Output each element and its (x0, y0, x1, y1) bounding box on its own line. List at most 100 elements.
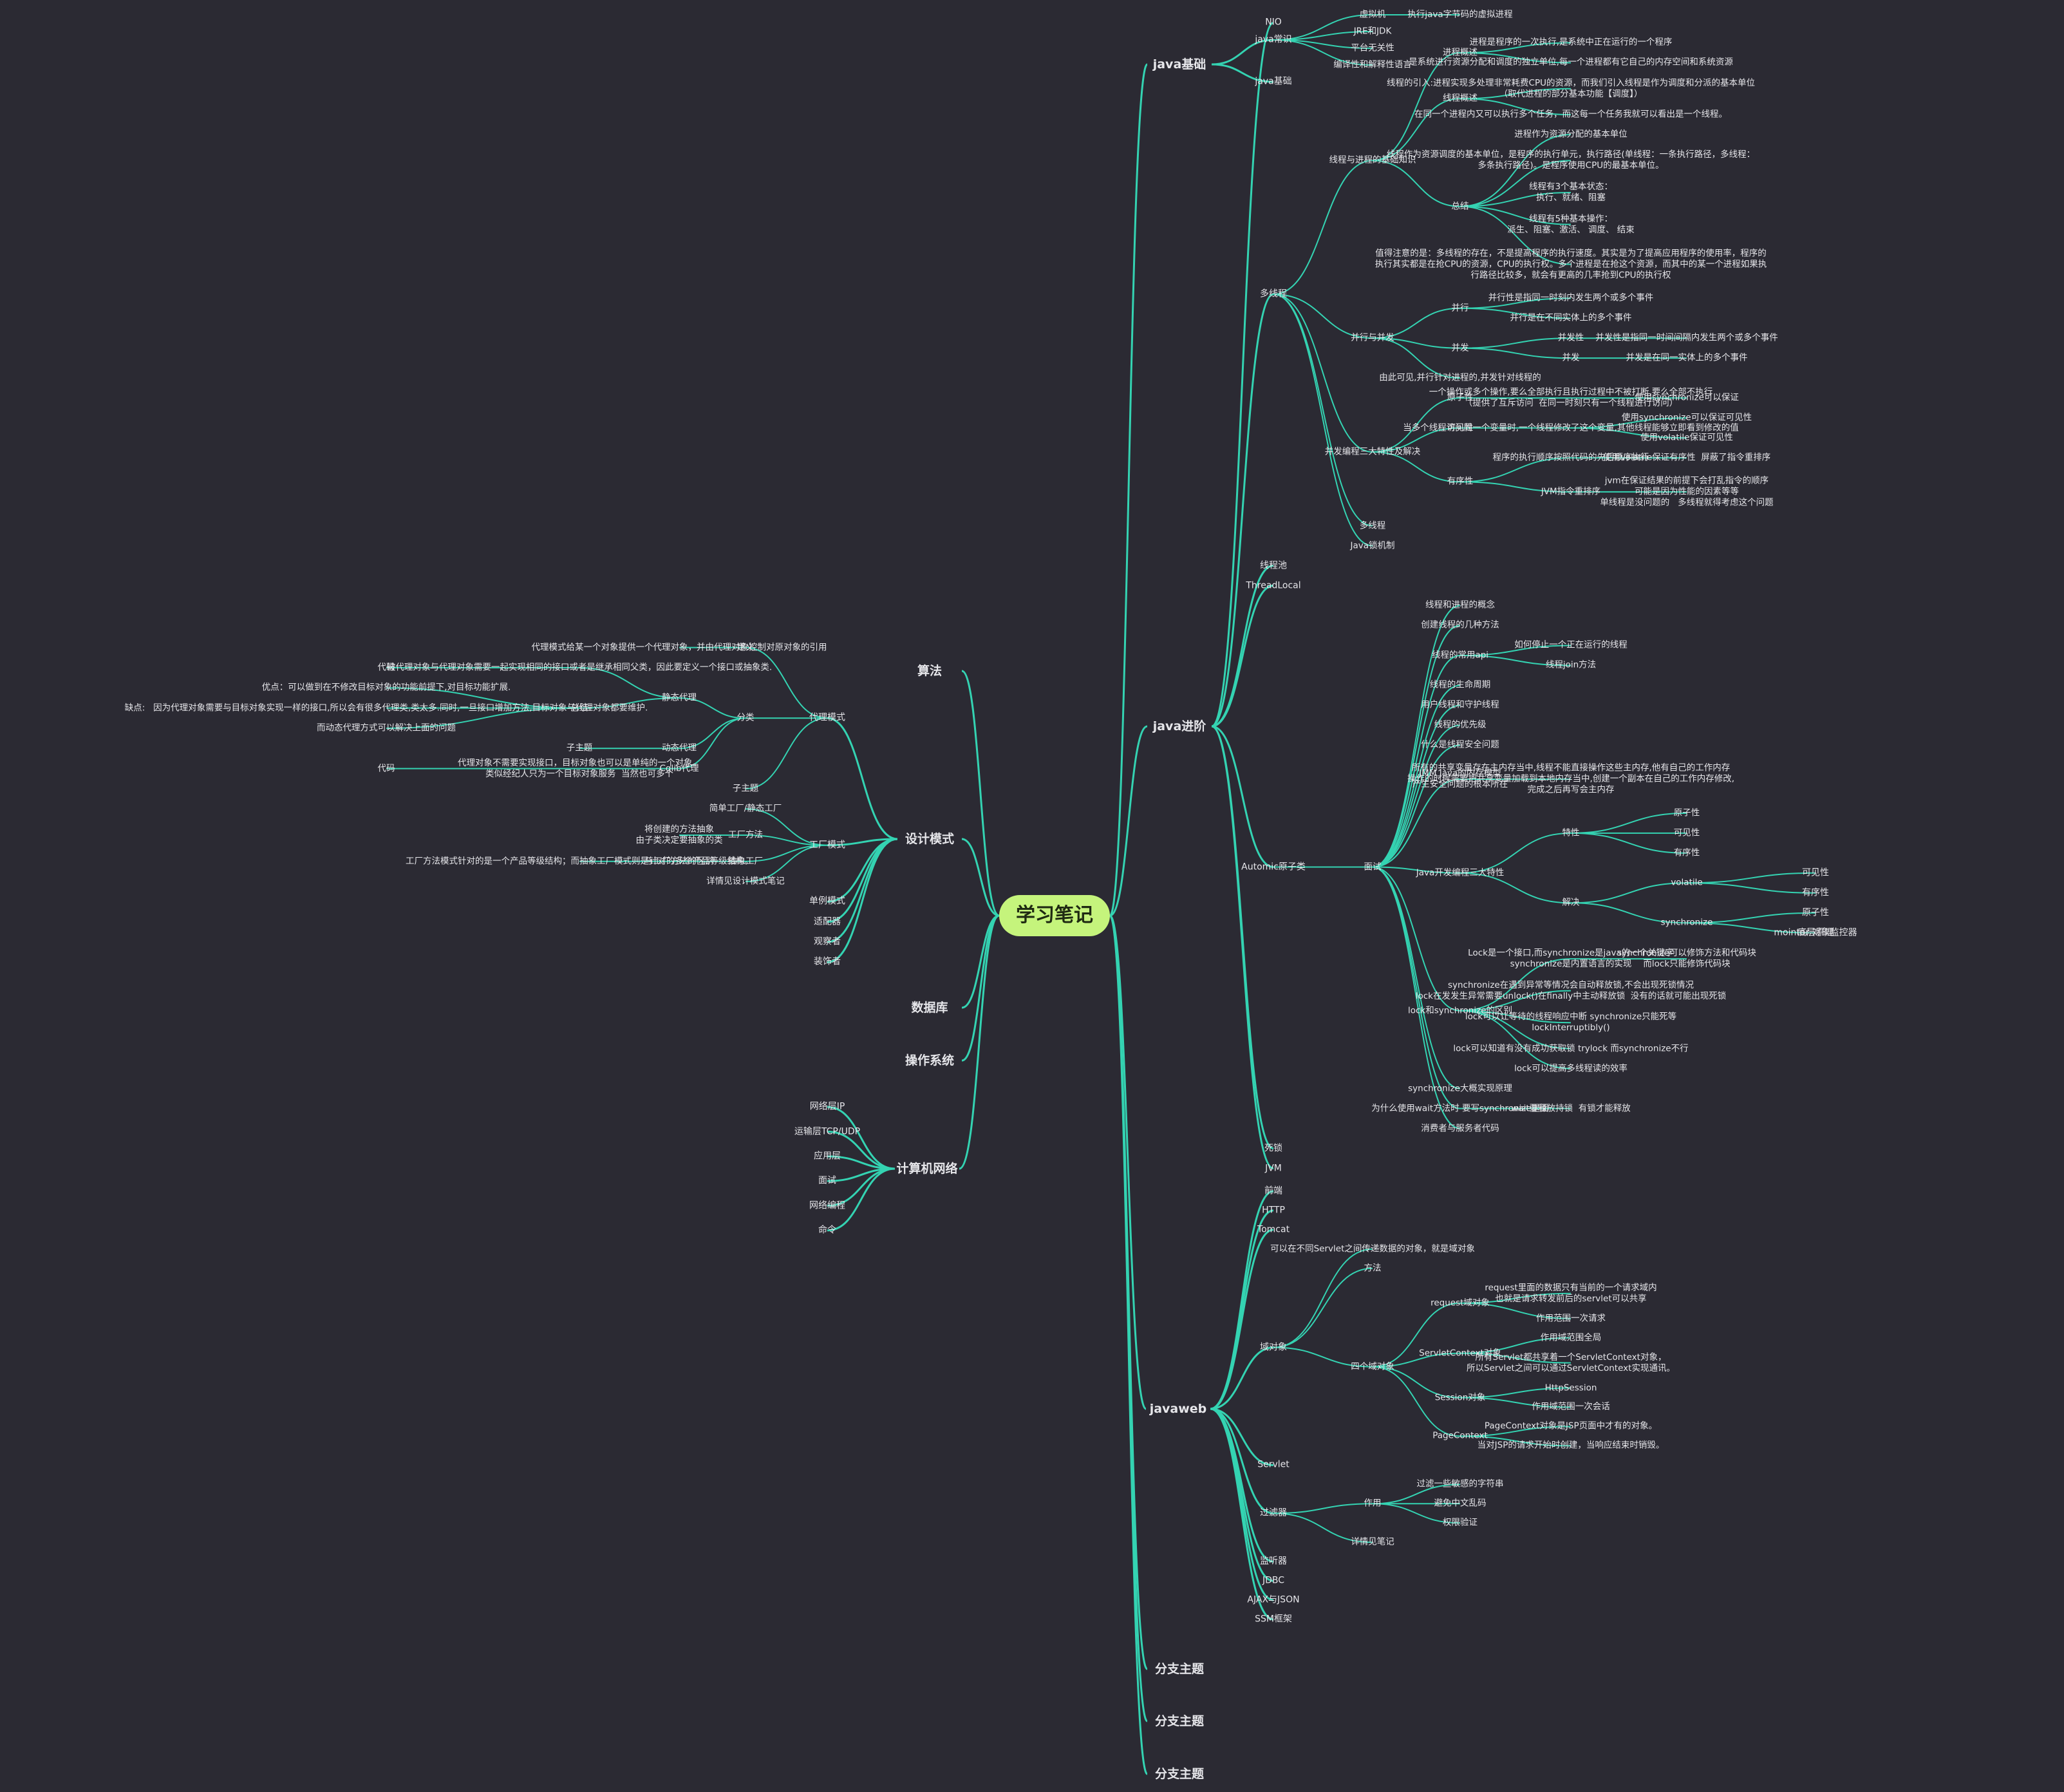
topic-node-71[interactable]: synchronize (1660, 917, 1713, 928)
topic-node-9[interactable]: 线程与进程的基础知识 (1329, 155, 1416, 165)
topic-node-64[interactable]: 原子性 (1673, 807, 1700, 818)
topic-node-111[interactable]: 避免中文乱码 (1434, 1498, 1487, 1509)
main-topic-left-0[interactable]: 算法 (917, 664, 943, 678)
topic-node-11[interactable]: 进程是程序的一次执行,是系统中正在运行的一个程序 (1469, 37, 1673, 48)
topic-node-139[interactable]: 抽象工厂 (728, 856, 763, 867)
topic-node-68[interactable]: volatile (1671, 877, 1703, 888)
topic-node-8[interactable]: 多线程 (1260, 288, 1287, 299)
topic-node-49[interactable]: Automic原子类 (1241, 862, 1306, 872)
topic-node-123[interactable]: 被代理对象与代理对象需要一起实现相同的接口或者是继承相同父类，因此要定义一个接口… (386, 662, 773, 673)
topic-node-134[interactable]: 子主题 (732, 783, 759, 794)
topic-node-95[interactable]: request域对象 (1431, 1297, 1490, 1308)
topic-node-129[interactable]: 动态代理 (662, 742, 697, 753)
topic-node-130[interactable]: 子主题 (566, 742, 593, 753)
topic-node-142[interactable]: 详情见设计模式笔记 (706, 876, 785, 887)
topic-node-61[interactable]: 所有的共享变量存在主内存当中,线程不能直接操作这些主内存,他有自己的工作内存 操… (1407, 762, 1735, 795)
topic-node-59[interactable]: 什么是线程安全问题 (1421, 739, 1499, 750)
topic-node-70[interactable]: 有序性 (1802, 887, 1829, 898)
topic-node-74[interactable]: mointor 对象监控器 (1774, 927, 1857, 938)
main-topic-left-1[interactable]: 设计模式 (905, 832, 955, 846)
main-topic-right-2[interactable]: javaweb (1149, 1402, 1207, 1416)
topic-node-41[interactable]: 程序的执行顺序按照代码的先后顺序执行 (1492, 452, 1649, 463)
topic-node-93[interactable]: 方法 (1364, 1263, 1382, 1274)
main-topic-right-4[interactable]: 分支主题 (1154, 1714, 1205, 1728)
topic-node-84[interactable]: wait要释放持锁 有锁才能释放 (1511, 1103, 1631, 1114)
topic-node-63[interactable]: 特性 (1562, 827, 1580, 838)
topic-node-107[interactable]: Servlet (1257, 1459, 1290, 1470)
topic-node-96[interactable]: request里面的数据只有当前的一个请求域内 也就是请求转发前后的servle… (1485, 1282, 1657, 1304)
topic-node-105[interactable]: PageContext对象是JSP页面中才有的对象。 (1484, 1420, 1658, 1431)
topic-node-132[interactable]: 代理对象不需要实现接口，目标对象也可以是单纯的一个对象。 类似经纪人只为一个目标… (458, 757, 701, 779)
topic-node-31[interactable]: 由此可见,并行针对进程的,并发针对线程的 (1379, 372, 1541, 383)
topic-node-114[interactable]: 监听器 (1260, 1556, 1287, 1567)
topic-node-151[interactable]: 网络编程 (809, 1200, 845, 1211)
topic-node-38[interactable]: 使用synchronize可以保证可见性 (1621, 412, 1752, 423)
topic-node-98[interactable]: ServletContext对象 (1419, 1348, 1501, 1359)
topic-node-20[interactable]: 线程有5种基本操作： 派生、阻塞、激活、 调度、 结束 (1507, 213, 1635, 235)
topic-node-145[interactable]: 观察者 (814, 936, 841, 947)
topic-node-94[interactable]: 四个域对象 (1351, 1361, 1394, 1372)
topic-node-56[interactable]: 线程的生命周期 (1429, 679, 1491, 690)
topic-node-75[interactable]: lock和synchronize的区别 (1407, 1005, 1513, 1016)
topic-node-57[interactable]: 用户线程和守护线程 (1421, 699, 1499, 710)
topic-node-36[interactable]: 可见性 (1447, 422, 1474, 433)
topic-node-6[interactable]: java基础 (1255, 76, 1292, 87)
topic-node-152[interactable]: 命令 (818, 1225, 836, 1236)
topic-node-118[interactable]: 代理模式 (809, 712, 845, 723)
main-topic-left-2[interactable]: 数据库 (911, 1001, 948, 1015)
topic-node-62[interactable]: Java开发编程三大特性 (1416, 867, 1505, 878)
topic-node-99[interactable]: 作用域范围全局 (1540, 1332, 1602, 1343)
topic-node-55[interactable]: 线程join方法 (1545, 659, 1597, 670)
topic-node-45[interactable]: 多线程 (1359, 520, 1386, 531)
topic-node-119[interactable]: 定义 (736, 642, 755, 653)
topic-node-66[interactable]: 有序性 (1673, 847, 1700, 858)
topic-node-92[interactable]: 可以在不同Servlet之间传递数据的对象，就是域对象 (1270, 1243, 1475, 1254)
topic-node-124[interactable]: 代码 (377, 662, 395, 673)
topic-node-81[interactable]: lock可以提高多线程读的效率 (1514, 1063, 1628, 1074)
topic-node-147[interactable]: 网络层IP (809, 1101, 845, 1112)
topic-node-48[interactable]: ThreadLocal (1246, 580, 1301, 590)
topic-node-88[interactable]: 前端 (1264, 1185, 1282, 1196)
topic-node-25[interactable]: 并行是在不同实体上的多个事件 (1510, 312, 1632, 323)
topic-node-4[interactable]: 平台无关性 (1351, 42, 1394, 53)
topic-node-50[interactable]: 面试 (1364, 862, 1382, 872)
topic-node-34[interactable]: 一个操作或多个操作,要么全部执行且执行过程中不被打断,要么全部不执行 （提供了互… (1429, 387, 1713, 409)
topic-node-106[interactable]: 当对JSP的请求开始时创建，当响应结束时销毁。 (1477, 1440, 1665, 1451)
topic-node-103[interactable]: 作用域范围一次会话 (1532, 1401, 1610, 1412)
topic-node-128[interactable]: 而动态代理方式可以解决上面的问题 (317, 722, 456, 733)
topic-node-77[interactable]: synchronize可以修饰方法和代码块 而lock只能修饰代码块 (1617, 948, 1756, 970)
topic-node-23[interactable]: 并行 (1451, 303, 1469, 314)
topic-node-108[interactable]: 过滤器 (1260, 1507, 1287, 1518)
topic-node-87[interactable]: JVM (1265, 1163, 1282, 1173)
topic-node-69[interactable]: 可见性 (1802, 867, 1829, 878)
topic-node-73[interactable]: 底层原理 (1797, 927, 1834, 938)
topic-node-40[interactable]: 有序性 (1447, 476, 1474, 487)
topic-node-148[interactable]: 运输层TCP/UDP (794, 1126, 861, 1137)
topic-node-127[interactable]: 缺点: 因为代理对象需要与目标对象实现一样的接口,所以会有很多代理类,类太多.同… (124, 703, 648, 713)
topic-node-28[interactable]: 并发性是指同一时间间隔内发生两个或多个事件 (1595, 332, 1778, 343)
topic-node-86[interactable]: 死锁 (1264, 1143, 1282, 1153)
topic-node-121[interactable]: 分类 (736, 712, 755, 723)
topic-node-146[interactable]: 装饰者 (814, 956, 841, 967)
topic-node-32[interactable]: 并发编程三大特性及解决 (1324, 446, 1421, 457)
main-topic-right-1[interactable]: java进阶 (1152, 719, 1206, 733)
topic-node-1[interactable]: 虚拟机 (1359, 9, 1386, 20)
topic-node-3[interactable]: JRE和JDK (1353, 26, 1392, 37)
topic-node-17[interactable]: 进程作为资源分配的基本单位 (1514, 129, 1628, 140)
topic-node-137[interactable]: 工厂方法 (728, 829, 763, 840)
topic-node-89[interactable]: HTTP (1262, 1205, 1285, 1216)
topic-node-44[interactable]: jvm在保证结果的前提下会打乱指令的顺序 可能是因为性能的因素等等 单线程是没问… (1600, 475, 1774, 508)
topic-node-136[interactable]: 简单工厂/静态工厂 (709, 803, 782, 814)
main-topic-right-3[interactable]: 分支主题 (1154, 1662, 1205, 1676)
root-topic[interactable]: 学习笔记 (999, 895, 1110, 936)
topic-node-120[interactable]: 代理模式给某一个对象提供一个代理对象，并由代理对象控制对原对象的引用 (531, 642, 827, 653)
topic-node-16[interactable]: 总结 (1451, 201, 1469, 212)
main-topic-right-5[interactable]: 分支主题 (1154, 1767, 1205, 1781)
topic-node-47[interactable]: 线程池 (1260, 560, 1287, 571)
topic-node-67[interactable]: 解决 (1562, 897, 1580, 908)
topic-node-30[interactable]: 并发是在同一实体上的多个事件 (1626, 352, 1748, 363)
topic-node-116[interactable]: AJAX与JSON (1247, 1594, 1300, 1605)
topic-node-52[interactable]: 创建线程的几种方法 (1421, 619, 1499, 630)
topic-node-140[interactable]: 与工厂方法的区别 (644, 856, 714, 867)
topic-node-78[interactable]: synchronize在遇到异常等情况会自动释放锁,不会出现死锁情况 lock在… (1415, 979, 1727, 1001)
